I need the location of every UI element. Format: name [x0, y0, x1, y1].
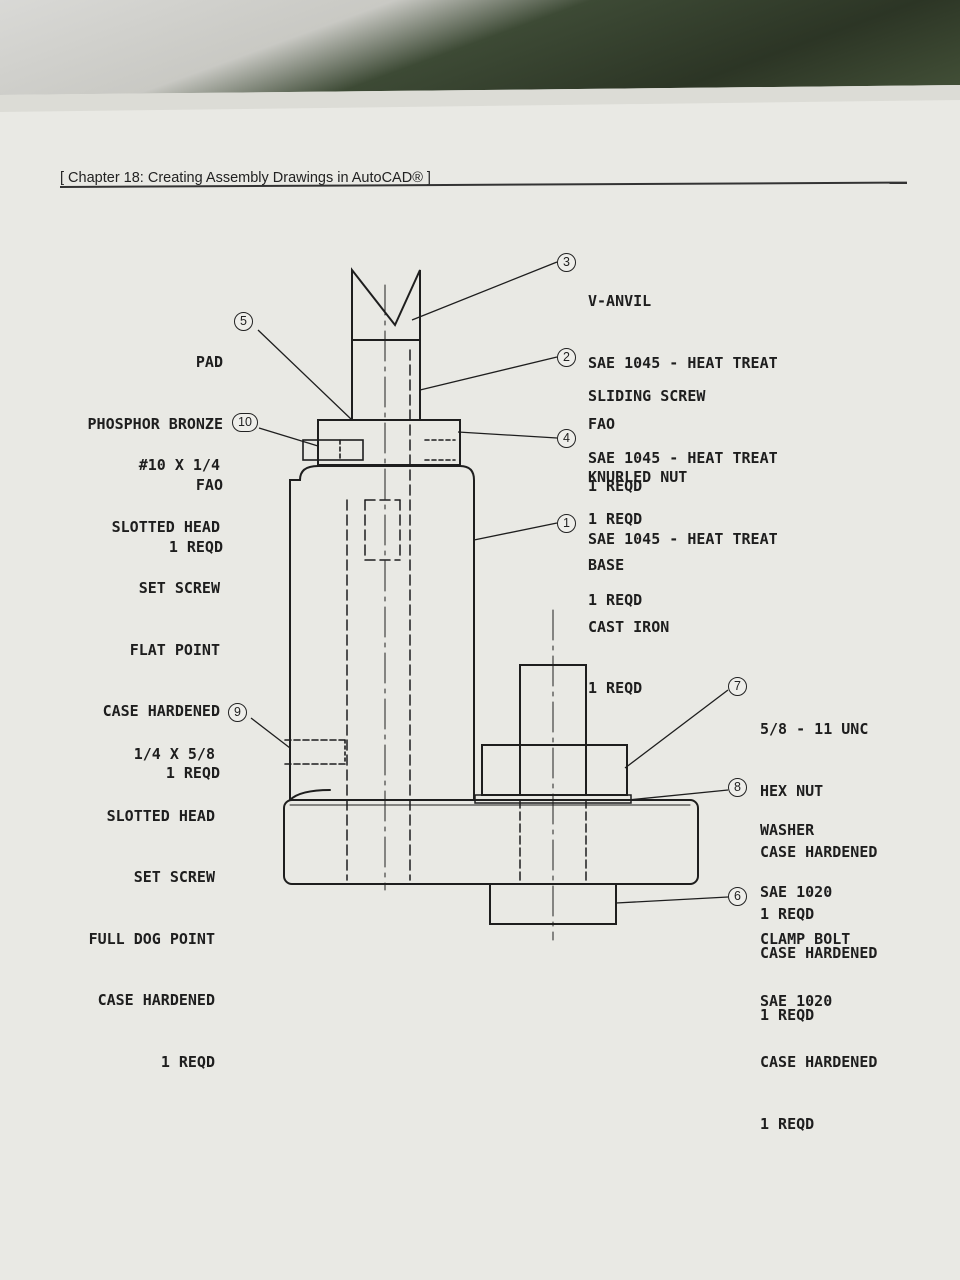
part-label-pad: PAD PHOSPHOR BRONZE FAO 1 REQD: [40, 311, 223, 578]
part-material: CASE HARDENED: [97, 991, 215, 1009]
balloon-9: 9: [228, 703, 247, 722]
part-finish: FAO: [588, 415, 616, 433]
part-name: 1/4 X 5/8: [133, 745, 215, 763]
part-label-washer: WASHER SAE 1020 CASE HARDENED 1 REQD: [760, 779, 877, 1046]
part-name: KNURLED NUT: [588, 468, 688, 486]
part-qty: 1 REQD: [588, 476, 643, 495]
part-qty: 1 REQD: [588, 510, 643, 528]
set-screw-10-part: [302, 439, 456, 461]
part-treatment: CASE HARDENED: [760, 944, 878, 962]
balloon-4: 4: [557, 429, 576, 448]
part-material: SAE 1020: [760, 991, 833, 1010]
balloon-2: 2: [557, 348, 576, 367]
part-qty: 1 REQD: [588, 679, 643, 697]
part-material: PHOSPHOR BRONZE: [87, 414, 223, 433]
part-qty: 1 REQD: [588, 591, 643, 609]
balloon-3: 3: [557, 253, 576, 272]
part-qty: 1 REQD: [760, 1005, 815, 1024]
part-material: SAE 1045 - HEAT TREAT: [588, 529, 778, 548]
part-label-hex-nut: 5/8 - 11 UNC HEX NUT CASE HARDENED 1 REQ…: [760, 678, 877, 945]
part-spec: SLOTTED HEAD: [111, 517, 220, 536]
part-name: V-ANVIL: [588, 292, 652, 310]
part-material: CASE HARDENED: [760, 843, 878, 861]
part-qty: 1 REQD: [760, 1114, 815, 1133]
part-point: FLAT POINT: [129, 640, 220, 659]
part-material: SAE 1045 - HEAT TREAT: [588, 353, 778, 372]
part-material: SAE 1045 - HEAT TREAT: [588, 448, 778, 467]
part-material: CASE HARDENED: [102, 702, 220, 720]
part-spec: SLOTTED HEAD: [106, 806, 215, 825]
part-name: BASE: [588, 556, 625, 574]
part-qty: 1 REQD: [165, 763, 220, 782]
part-finish: FAO: [195, 476, 223, 494]
sliding-screw-part: [351, 339, 421, 421]
part-spec: 5/8 - 11 UNC: [760, 720, 869, 738]
part-label-sliding-screw: SLIDING SCREW SAE 1045 - HEAT TREAT 1 RE…: [588, 345, 778, 550]
part-label-knurled-nut: KNURLED NUT SAE 1045 - HEAT TREAT 1 REQD: [588, 426, 778, 631]
part-type: SET SCREW: [133, 868, 215, 886]
chapter-header: [ Chapter 18: Creating Assembly Drawings…: [60, 170, 431, 186]
part-name: CLAMP BOLT: [760, 930, 851, 948]
balloon-1: 1: [557, 514, 576, 533]
part-name: SLIDING SCREW: [588, 387, 706, 405]
part-label-clamp-bolt: CLAMP BOLT SAE 1020 CASE HARDENED 1 REQD: [760, 888, 877, 1155]
balloon-6: 6: [728, 887, 747, 906]
part-label-set-screw-10: #10 X 1/4 SLOTTED HEAD SET SCREW FLAT PO…: [40, 414, 220, 804]
leader-lines: [250, 261, 729, 904]
part-name: PAD: [195, 353, 223, 371]
part-point: FULL DOG POINT: [88, 929, 215, 948]
part-type: SET SCREW: [138, 579, 220, 597]
part-treatment: CASE HARDENED: [760, 1053, 878, 1071]
balloon-7: 7: [728, 677, 747, 696]
part-name: HEX NUT: [760, 781, 824, 800]
balloon-8: 8: [728, 778, 747, 797]
balloon-5: 5: [234, 312, 253, 331]
part-qty: 1 REQD: [760, 904, 815, 923]
part-material: CAST IRON: [588, 617, 670, 636]
balloon-10: 10: [232, 413, 258, 432]
part-label-set-screw-9: 1/4 X 5/8 SLOTTED HEAD SET SCREW FULL DO…: [40, 703, 215, 1093]
part-name: #10 X 1/4: [138, 456, 220, 474]
set-screw-9-part: [284, 739, 346, 765]
part-label-base: BASE CAST IRON 1 REQD: [588, 514, 669, 719]
part-qty: 1 REQD: [168, 537, 223, 556]
washer-part: [474, 794, 632, 804]
part-name: WASHER: [760, 821, 815, 839]
v-anvil-part: [351, 267, 421, 341]
part-material: SAE 1020: [760, 882, 833, 901]
part-label-v-anvil: V-ANVIL SAE 1045 - HEAT TREAT FAO 1 REQD: [588, 250, 778, 517]
hex-nut-part: [481, 744, 628, 796]
part-qty: 1 REQD: [160, 1052, 215, 1071]
